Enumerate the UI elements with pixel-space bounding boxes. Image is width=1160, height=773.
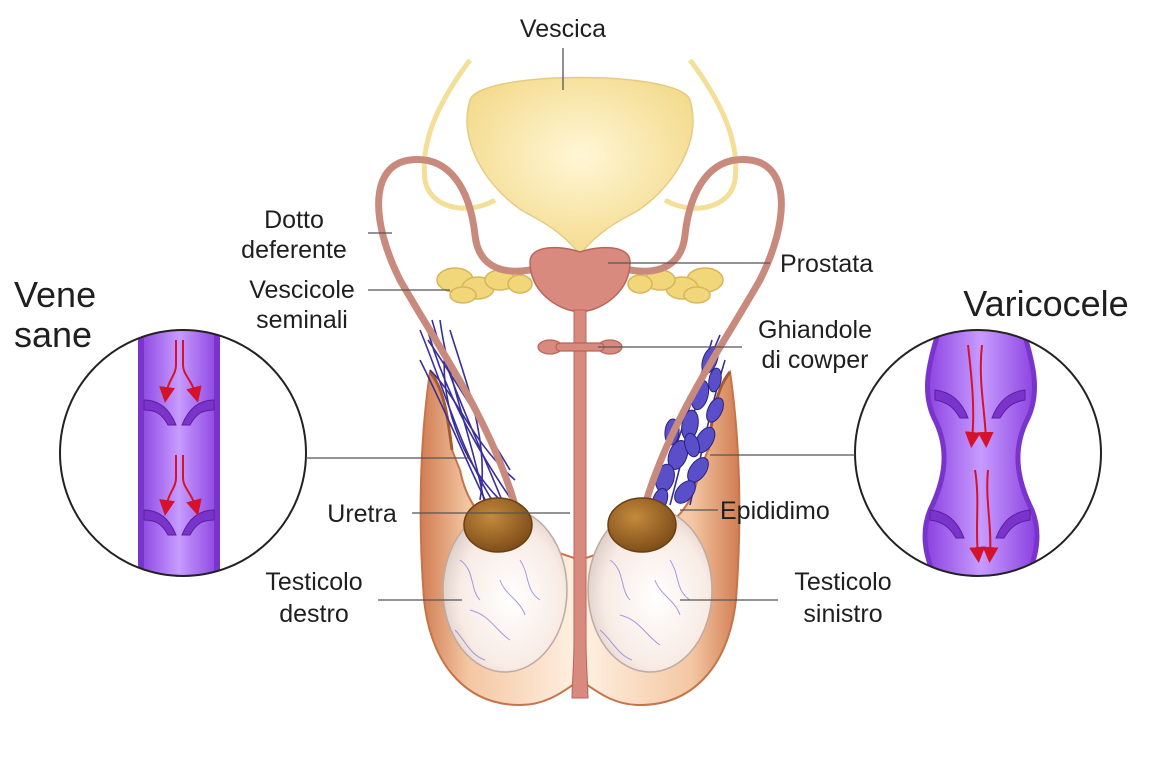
venous-plexus-left-side-dilated: [651, 334, 726, 513]
flow-arrows-varicocele: [964, 344, 999, 563]
inset-title-vene-sane-line1: Vene: [14, 274, 96, 315]
label-ghiandole-cowper-line1: Ghiandole: [758, 316, 872, 344]
venous-plexus-right-side: [419, 319, 516, 511]
label-prostata: Prostata: [780, 250, 873, 278]
label-ghiandole-cowper-line2: di cowper: [762, 346, 869, 374]
label-testicolo-sinistro-line2: sinistro: [803, 600, 882, 628]
urethra: [571, 309, 589, 699]
label-dotto-deferente-line2: deferente: [241, 236, 347, 264]
label-testicolo-sinistro-line1: Testicolo: [794, 568, 891, 596]
vas-deferens: [375, 156, 785, 509]
label-testicolo-destro-line2: destro: [279, 600, 348, 628]
varicocele-inset: [854, 329, 1102, 577]
label-vescicole-seminali-line2: seminali: [256, 306, 348, 334]
healthy-vein-inset: [59, 329, 307, 577]
inset-title-vene-sane-line2: sane: [14, 314, 92, 355]
seminal-vesicles: [436, 267, 724, 304]
right-testis: [442, 497, 568, 673]
label-vescicole-seminali-line1: Vescicole: [249, 276, 355, 304]
label-testicolo-destro-line1: Testicolo: [265, 568, 362, 596]
leader-lines: [368, 48, 778, 601]
prostate: [529, 246, 631, 313]
inset-title-varicocele: Varicocele: [963, 283, 1128, 324]
label-uretra: Uretra: [327, 500, 397, 528]
label-dotto-deferente-line1: Dotto: [264, 206, 324, 234]
left-testis: [587, 497, 713, 673]
bladder: [466, 76, 694, 253]
label-vescica: Vescica: [520, 15, 606, 43]
label-epididimo: Epididimo: [720, 497, 830, 525]
flow-arrows-healthy: [159, 340, 202, 516]
